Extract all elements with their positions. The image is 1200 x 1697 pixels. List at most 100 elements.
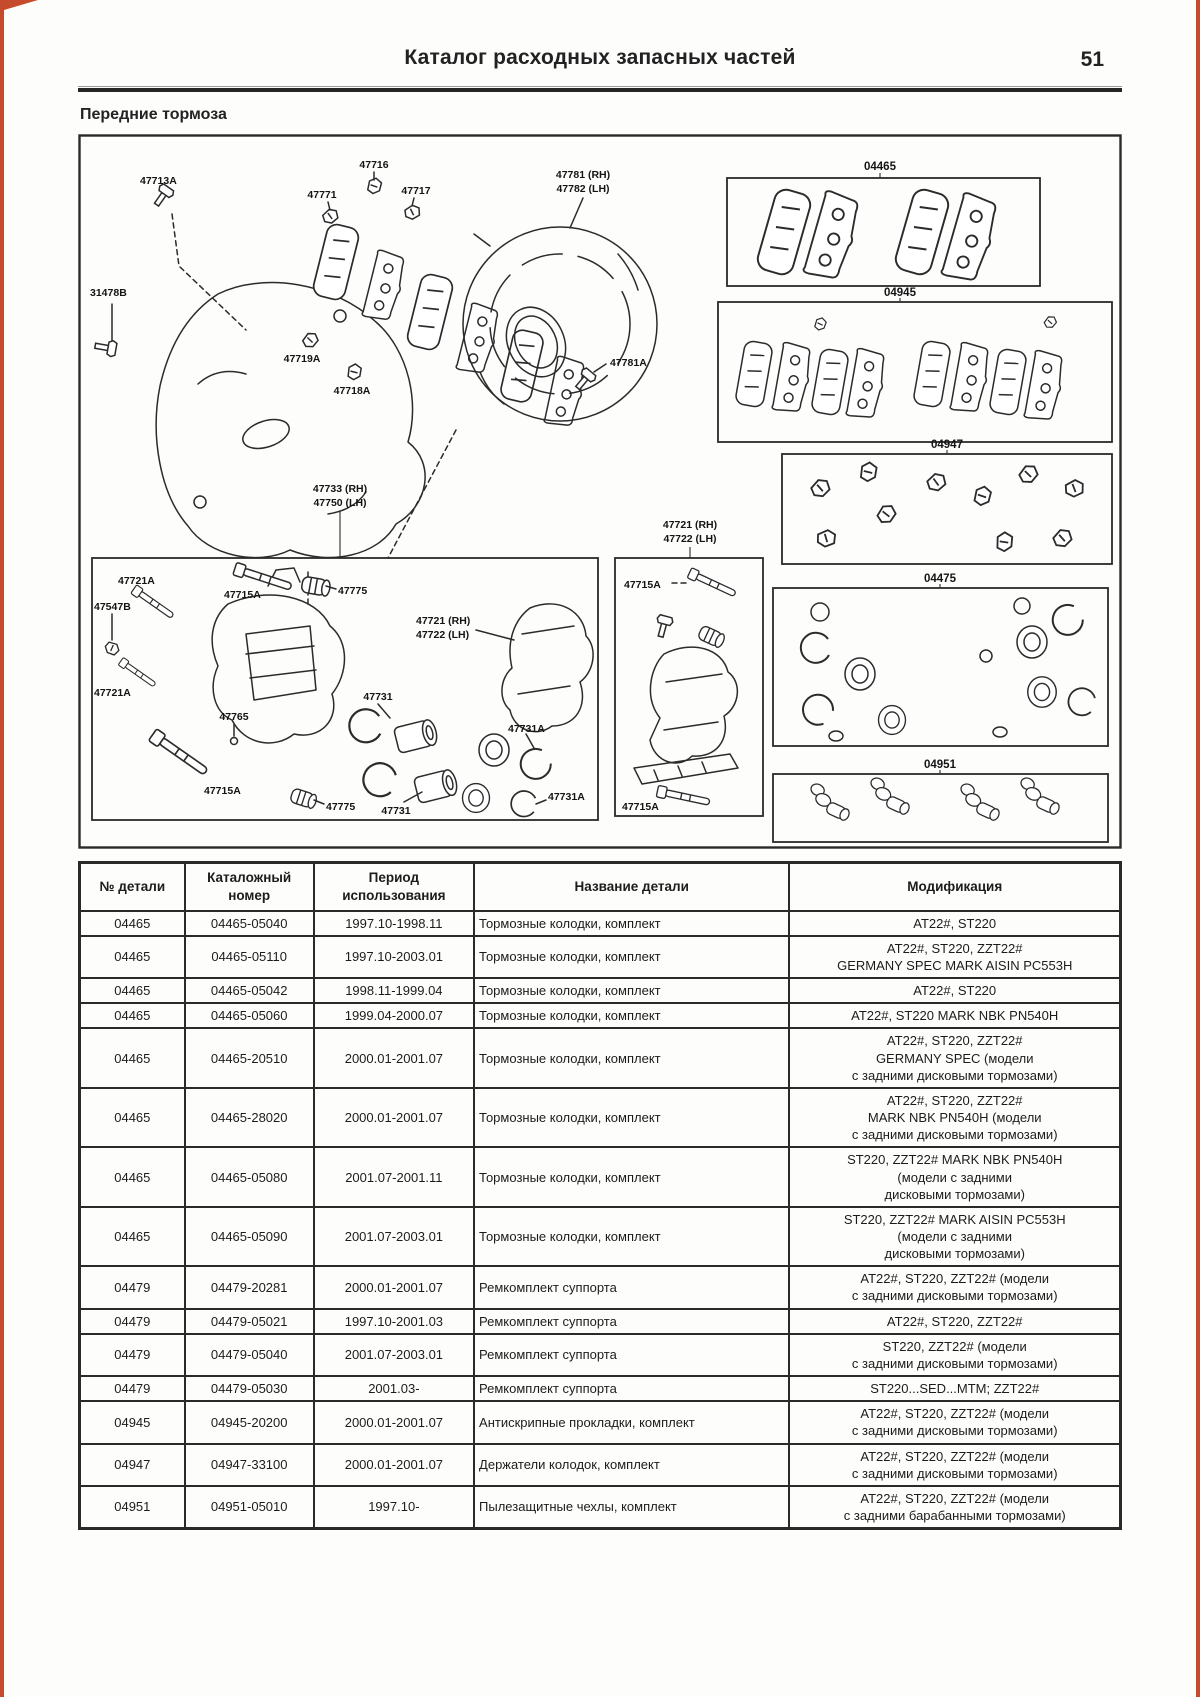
part-label-47719a: 47719A <box>284 353 321 365</box>
cell-modification: AT22#, ST220, ZZT22# GERMANY SPEC (модел… <box>788 1027 1122 1089</box>
col-header-part-no: № детали <box>78 861 186 912</box>
cell-name: Тормозные колодки, комплект <box>473 977 791 1005</box>
part-label-47775-2: 47775 <box>326 801 355 813</box>
table-row: 04947 04947-33100 2000.01-2001.07 Держат… <box>78 1442 1122 1487</box>
dust-cover-drawing <box>462 226 658 422</box>
part-label-47765: 47765 <box>219 711 248 723</box>
part-label-47715a-3: 47715A <box>204 785 241 797</box>
cell-name: Тормозные колодки, комплект <box>473 1205 791 1268</box>
cell-part-no: 04465 <box>78 934 186 980</box>
cell-period: 1997.10-1998.11 <box>312 909 476 937</box>
part-label-47771: 47771 <box>307 189 336 201</box>
part-label-47731a-2: 47731A <box>548 791 585 803</box>
part-label-47782lh: 47782 (LH) <box>556 183 609 195</box>
part-label-47731a: 47731A <box>508 723 545 735</box>
part-label-47731: 47731 <box>363 691 392 703</box>
part-label-47781rh: 47781 (RH) <box>556 169 610 181</box>
table-row: 04479 04479-05040 2001.07-2003.01 Ремком… <box>78 1332 1122 1378</box>
exploded-view-diagram: 47713A 47716 47771 47717 31478B 47719A 4… <box>78 134 1122 849</box>
cell-name: Ремкомплект суппорта <box>473 1265 791 1310</box>
part-label-47713a: 47713A <box>140 175 177 187</box>
kit-label-04947: 04947 <box>931 439 963 451</box>
cell-part-no: 04947 <box>78 1442 186 1487</box>
cell-modification: ST220, ZZT22# (модели с задними дисковым… <box>788 1332 1122 1378</box>
cell-modification: AT22#, ST220, ZZT22# (модели с задними д… <box>788 1265 1122 1310</box>
cell-name: Ремкомплект суппорта <box>473 1307 791 1335</box>
table-row: 04465 04465-05042 1998.11-1999.04 Тормоз… <box>78 977 1122 1005</box>
cell-modification: AT22#, ST220 <box>788 977 1122 1005</box>
page-number: 51 <box>1080 48 1104 71</box>
cell-period: 2001.07-2001.11 <box>312 1146 476 1208</box>
cell-catalog-no: 04465-20510 <box>183 1027 315 1089</box>
table-row: 04951 04951-05010 1997.10- Пылезащитные … <box>78 1484 1122 1530</box>
part-label-47547b: 47547B <box>94 601 131 613</box>
cell-catalog-no: 04947-33100 <box>183 1442 315 1487</box>
cell-catalog-no: 04945-20200 <box>183 1400 315 1445</box>
cell-part-no: 04465 <box>78 1146 186 1208</box>
cell-part-no: 04479 <box>78 1265 186 1310</box>
part-label-47721a: 47721A <box>118 575 155 587</box>
cell-name: Тормозные колодки, комплект <box>473 909 791 937</box>
part-label-31478b: 31478B <box>90 287 127 299</box>
cell-catalog-no: 04479-20281 <box>183 1265 315 1310</box>
kit-box-04465 <box>726 177 1041 287</box>
cell-part-no: 04465 <box>78 1086 186 1149</box>
part-label-47717: 47717 <box>401 185 430 197</box>
kit-04465-pads <box>754 186 1003 286</box>
header-rule <box>78 86 1122 92</box>
cell-part-no: 04465 <box>78 1002 186 1030</box>
table-row: 04465 04465-05110 1997.10-2003.01 Тормоз… <box>78 934 1122 980</box>
col-header-period: Период использования <box>312 861 476 912</box>
bracket-exploded-drawing <box>633 567 739 809</box>
table-row: 04465 04465-05090 2001.07-2003.01 Тормоз… <box>78 1205 1122 1268</box>
table-row: 04479 04479-05030 2001.03- Ремкомплект с… <box>78 1375 1122 1403</box>
cell-name: Тормозные колодки, комплект <box>473 1086 791 1149</box>
col-header-catalog-no: Каталожный номер <box>183 861 315 912</box>
cell-period: 2000.01-2001.07 <box>312 1265 476 1310</box>
cell-name: Пылезащитные чехлы, комплект <box>473 1484 791 1530</box>
kit-box-04947 <box>781 453 1113 565</box>
cell-modification: AT22#, ST220 <box>788 909 1122 937</box>
cell-period: 1997.10-2003.01 <box>312 934 476 980</box>
cell-catalog-no: 04479-05040 <box>183 1332 315 1378</box>
scan-corner-mark <box>4 0 38 10</box>
kit-04947-fittings <box>808 459 1088 555</box>
cell-period: 2000.01-2001.07 <box>312 1400 476 1445</box>
table-row: 04465 04465-05080 2001.07-2001.11 Тормоз… <box>78 1146 1122 1208</box>
table-row: 04465 04465-20510 2000.01-2001.07 Тормоз… <box>78 1027 1122 1089</box>
cell-catalog-no: 04951-05010 <box>183 1484 315 1530</box>
part-label-47715a-4: 47715A <box>624 579 661 591</box>
part-label-47731-2: 47731 <box>381 805 410 817</box>
part-label-47718a: 47718A <box>334 385 371 397</box>
cell-modification: ST220, ZZT22# MARK NBK PN540H (модели с … <box>788 1146 1122 1208</box>
cell-part-no: 04465 <box>78 909 186 937</box>
cell-modification: AT22#, ST220, ZZT22# GERMANY SPEC MARK A… <box>788 934 1122 980</box>
cell-name: Ремкомплект суппорта <box>473 1332 791 1378</box>
cell-catalog-no: 04465-05080 <box>183 1146 315 1208</box>
cell-name: Тормозные колодки, комплект <box>473 1146 791 1208</box>
cell-part-no: 04951 <box>78 1484 186 1530</box>
table-row: 04479 04479-20281 2000.01-2001.07 Ремком… <box>78 1265 1122 1310</box>
cell-catalog-no: 04465-05090 <box>183 1205 315 1268</box>
table-row: 04465 04465-28020 2000.01-2001.07 Тормоз… <box>78 1086 1122 1149</box>
cell-name: Антискрипные прокладки, комплект <box>473 1400 791 1445</box>
cell-part-no: 04465 <box>78 1205 186 1268</box>
part-label-47781a: 47781A <box>610 357 647 369</box>
diagram-outer-frame <box>78 134 1122 849</box>
part-label-47722lh-2: 47722 (LH) <box>663 533 716 545</box>
cell-modification: AT22#, ST220, ZZT22# <box>788 1307 1122 1335</box>
cell-catalog-no: 04479-05030 <box>183 1375 315 1403</box>
cell-period: 2001.03- <box>312 1375 476 1403</box>
table-row: 04479 04479-05021 1997.10-2001.03 Ремком… <box>78 1307 1122 1335</box>
cell-modification: AT22#, ST220, ZZT22# MARK NBK PN540H (мо… <box>788 1086 1122 1149</box>
kit-label-04475: 04475 <box>924 573 957 585</box>
cell-catalog-no: 04479-05021 <box>183 1307 315 1335</box>
part-label-47733rh: 47733 (RH) <box>313 483 367 495</box>
cell-period: 2000.01-2001.07 <box>312 1442 476 1487</box>
kit-04945-shims <box>733 314 1067 424</box>
book-edge-left <box>0 0 4 1697</box>
cell-name: Тормозные колодки, комплект <box>473 1002 791 1030</box>
col-header-modification: Модификация <box>788 861 1122 912</box>
cell-modification: AT22#, ST220, ZZT22# (модели с задними д… <box>788 1400 1122 1445</box>
book-edge-right <box>1196 0 1200 1697</box>
